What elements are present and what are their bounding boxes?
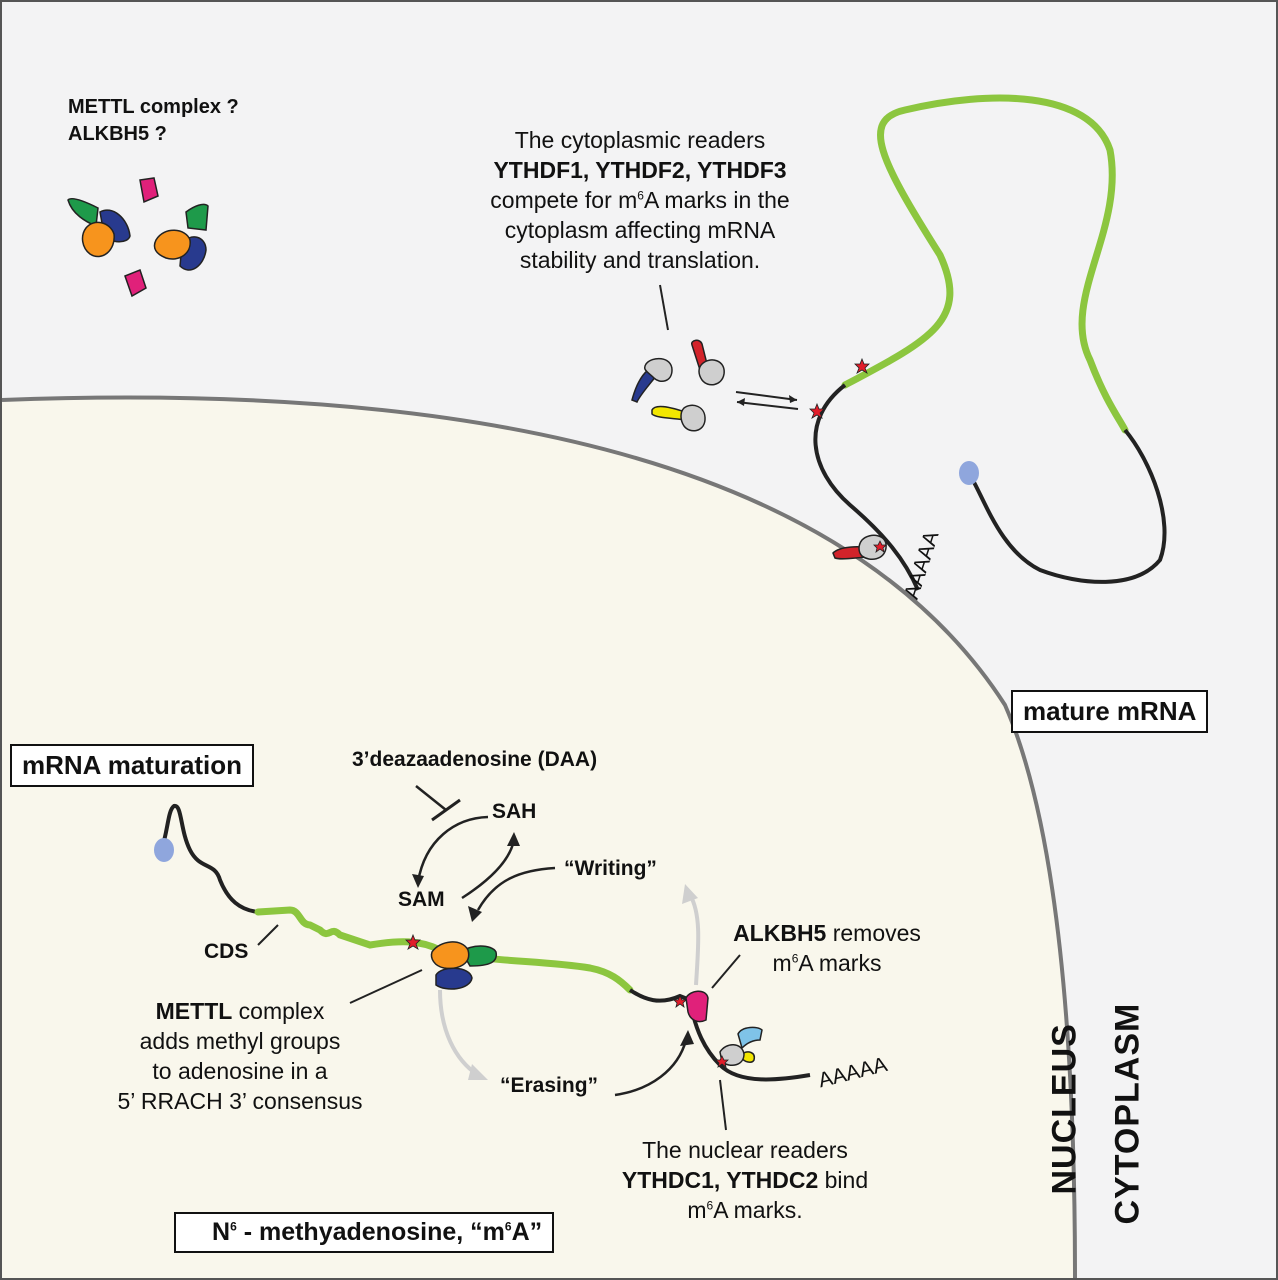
cyto-readers-text: The cytoplasmic readers YTHDF1, YTHDF2, … [455, 125, 825, 275]
alkbh5-line2: m6A marks [712, 948, 942, 978]
writing-grey-arrow [688, 893, 701, 986]
alkbh5-text: ALKBH5 removes m6A marks [712, 918, 942, 978]
nuclear-readers-line2: YTHDC1, YTHDC2 bind [600, 1165, 890, 1195]
daa-inhibition-line [415, 785, 447, 811]
m6a-star-icon [405, 933, 421, 950]
equilibrium-reverse-arrow [736, 401, 799, 410]
mettl-orange-icon [153, 229, 191, 260]
nuclear-readers-line3a: m [687, 1197, 707, 1223]
cds-label: CDS [204, 940, 249, 963]
cyto-readers-line3: compete for m6A marks in the [455, 185, 825, 215]
cyto-readers-line3a: compete for m [490, 187, 638, 213]
m6a-star-icon [715, 1055, 729, 1068]
alkbh5-callout [711, 954, 741, 989]
alkbh5-line2-sup: 6 [791, 951, 799, 966]
nuclear-readers-rest: bind [818, 1167, 869, 1193]
daa-inhibition-bar [431, 798, 461, 822]
mettl-green-icon [67, 197, 99, 228]
mettl-line2: adds methyl groups [139, 1028, 341, 1054]
cyto-readers-line5: stability and translation. [519, 247, 761, 273]
erasing-arrow [614, 1039, 688, 1097]
alkbh5-free-icon [139, 177, 159, 204]
mettl-callout [349, 969, 423, 1004]
m6a-star-icon [809, 402, 825, 419]
alkbh5-rest: removes [826, 920, 921, 946]
cyto-readers-line3b: A marks in the [643, 187, 790, 213]
mettl-line4: 5’ RRACH 3’ consensus [117, 1088, 363, 1114]
sam-label: SAM [398, 888, 445, 911]
top-left-label: METTL complex ? ALKBH5 ? [68, 94, 239, 148]
nuclear-readers-line3b: A marks. [713, 1197, 803, 1223]
ythdc-reader-icon [737, 1026, 763, 1050]
nuclear-readers-line1: The nuclear readers [642, 1137, 848, 1163]
legend-sup: 6 [230, 1219, 237, 1234]
premrna-cap-icon [154, 838, 174, 862]
nuclear-readers-bold: YTHDC1, YTHDC2 [621, 1167, 819, 1193]
mature-mrna-cap-icon [959, 461, 979, 485]
alkbh5-line2b: A marks [798, 950, 882, 976]
ythdf-reader-bound-head-icon [858, 534, 887, 561]
cyto-readers-line3-sup: 6 [637, 188, 644, 203]
nucleus-region [2, 397, 1075, 1278]
mettl-orange-icon [81, 221, 115, 258]
mettl-complex-navy-icon [435, 967, 473, 990]
cytoplasm-label: CYTOPLASM [1108, 1002, 1147, 1225]
mettl-text: METTL complex adds methyl groups to aden… [100, 996, 380, 1116]
mettl-line1: METTL complex [100, 996, 380, 1026]
cds-callout [257, 924, 279, 946]
m6a-star-icon [854, 357, 870, 374]
writing-arrow [476, 866, 556, 911]
legend-rest: - methyadenosine, “m [236, 1218, 505, 1246]
mature-mrna-5utr [968, 428, 1167, 584]
nuclear-readers-callout [719, 1079, 727, 1131]
mettl-green-icon [185, 203, 209, 231]
erasing-label: “Erasing” [500, 1074, 599, 1097]
legend-end: A” [511, 1218, 543, 1246]
alkbh5-bold: ALKBH5 [733, 920, 827, 946]
sah-label: SAH [492, 800, 537, 823]
alkbh5-free-icon [124, 269, 147, 298]
ythdf1-reader-head-icon [643, 357, 673, 383]
legend-box: N6 - methyadenosine, “m6A” [174, 1212, 555, 1253]
nuclear-readers-line3-sup: 6 [706, 1198, 714, 1213]
premrna-5utr [160, 804, 259, 914]
alkbh5-bound-icon [685, 990, 709, 1023]
mettl-complex-orange-icon [430, 941, 470, 970]
mettl-line3: to adenosine in a [152, 1058, 328, 1084]
nuclear-envelope [1, 395, 1077, 1279]
mettl-rest: complex [232, 998, 325, 1024]
legend-n: N [212, 1218, 231, 1246]
legend-sup2: 6 [504, 1219, 512, 1234]
top-left-line2: ALKBH5 ? [68, 123, 167, 145]
premrna-3utr [628, 988, 811, 1082]
mettl-bold: METTL [155, 998, 233, 1024]
daa-label: 3’deazaadenosine (DAA) [352, 748, 598, 771]
mature-mrna-3utr [813, 383, 920, 591]
cyto-readers-line4: cytoplasm affecting mRNA [504, 217, 776, 243]
mettl-complex-green-icon [461, 945, 498, 967]
mature-mrna-box: mature mRNA [1011, 690, 1209, 733]
cyto-readers-line1: The cytoplasmic readers [514, 127, 766, 153]
mrna-maturation-box: mRNA maturation [10, 744, 255, 787]
alkbh5-line1: ALKBH5 removes [712, 918, 942, 948]
ythdf3-reader-head-icon [680, 404, 706, 432]
m6a-star-icon [873, 540, 887, 553]
cyto-readers-callout [659, 284, 669, 331]
m6a-star-icon [673, 995, 687, 1008]
mature-mrna-cds [841, 94, 1129, 434]
alkbh5-line2a: m [772, 950, 792, 976]
ythdf2-reader-head-icon [698, 359, 725, 386]
equilibrium-forward-arrow [735, 391, 798, 401]
nuclear-readers-text: The nuclear readers YTHDC1, YTHDC2 bind … [600, 1135, 890, 1225]
writing-label: “Writing” [564, 857, 657, 880]
nucleus-label: NUCLEUS [1045, 1023, 1084, 1195]
sah-to-sam-arrow [416, 815, 489, 883]
ythdc-reader-tip-icon [741, 1051, 756, 1063]
nuclear-readers-line3: m6A marks. [600, 1195, 890, 1225]
top-left-line1: METTL complex ? [68, 96, 239, 118]
cyto-readers-line2: YTHDF1, YTHDF2, YTHDF3 [493, 157, 787, 183]
